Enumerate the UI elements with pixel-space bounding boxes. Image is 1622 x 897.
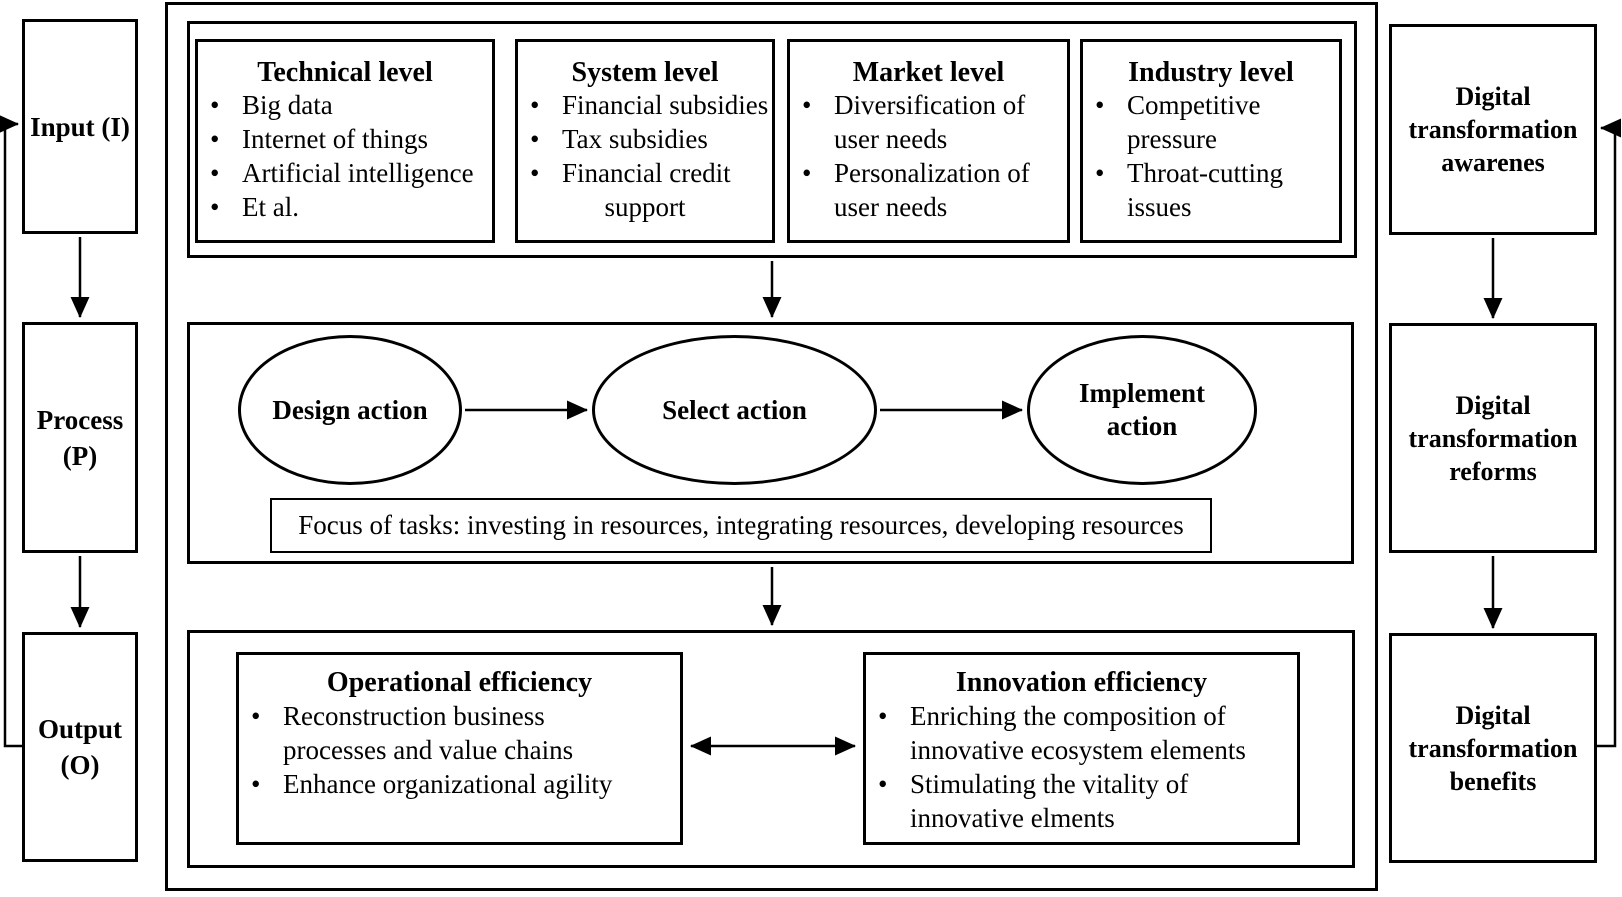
awareness-label: Digital transformation awarenes xyxy=(1408,82,1578,177)
process-box: Process (P) xyxy=(22,322,138,553)
benefits-label: Digital transformation benefits xyxy=(1408,700,1578,796)
bullet-icon: • xyxy=(530,90,540,120)
focus-of-tasks-text: Focus of tasks: investing in resources, … xyxy=(298,510,1184,540)
list-item: •Financial credit xyxy=(530,158,731,188)
industry-level-box: Industry level •Competitive pressure •Th… xyxy=(1080,39,1342,243)
bullet-icon: • xyxy=(802,158,812,188)
process-label: Process (P) xyxy=(36,404,124,471)
operational-efficiency-title: Operational efficiency xyxy=(326,667,593,698)
digital-transformation-benefits-box: Digital transformation benefits xyxy=(1389,633,1597,863)
list-item-continuation: user needs xyxy=(834,192,948,222)
market-level-list: •Diversification of user needs •Personal… xyxy=(790,88,1067,224)
market-level-title: Market level xyxy=(852,57,1005,88)
bullet-icon: • xyxy=(1095,90,1105,120)
input-box: Input (I) xyxy=(22,19,138,234)
bullet-icon: • xyxy=(210,90,220,120)
feedback-output-to-input xyxy=(0,114,22,748)
list-item: •Et al. xyxy=(210,192,299,222)
list-item: •Personalization of xyxy=(802,158,1030,188)
bullet-icon: • xyxy=(1095,158,1105,188)
bullet-icon: • xyxy=(530,124,540,154)
bullet-icon: • xyxy=(878,701,888,731)
bullet-icon: • xyxy=(251,769,261,799)
output-label: Output (O) xyxy=(37,714,123,780)
select-action-ellipse: Select action xyxy=(592,335,877,485)
focus-of-tasks-box: Focus of tasks: investing in resources, … xyxy=(270,498,1212,553)
list-item: •Artificial intelligence xyxy=(210,158,474,188)
input-label: Input (I) xyxy=(30,111,130,142)
system-level-box: System level •Financial subsidies •Tax s… xyxy=(515,39,775,243)
bullet-icon: • xyxy=(802,90,812,120)
list-item: •Tax subsidies xyxy=(530,124,708,154)
list-item-continuation: pressure xyxy=(1127,124,1217,154)
industry-level-list: •Competitive pressure •Throat-cutting is… xyxy=(1083,88,1339,224)
technical-level-list: •Big data •Internet of things •Artificia… xyxy=(198,88,492,224)
market-level-box: Market level •Diversification of user ne… xyxy=(787,39,1070,243)
implement-action-label: Implement action xyxy=(1079,378,1205,441)
list-item-continuation: issues xyxy=(1127,192,1192,222)
implement-action-ellipse: Implement action xyxy=(1027,335,1257,485)
innovation-efficiency-box: Innovation efficiency •Enriching the com… xyxy=(863,652,1300,845)
select-action-label: Select action xyxy=(662,394,807,425)
reforms-label: Digital transformation reforms xyxy=(1408,390,1578,486)
bullet-icon: • xyxy=(530,158,540,188)
bullet-icon: • xyxy=(210,192,220,222)
list-item: •Internet of things xyxy=(210,124,428,154)
list-item: •Reconstruction business xyxy=(251,701,545,731)
innovation-efficiency-list: •Enriching the composition of innovative… xyxy=(866,699,1297,835)
innovation-efficiency-title: Innovation efficiency xyxy=(955,667,1208,698)
technical-level-title: Technical level xyxy=(257,57,433,88)
system-level-title: System level xyxy=(571,57,719,88)
list-item-continuation: user needs xyxy=(834,124,948,154)
list-item: •Throat-cutting xyxy=(1095,158,1283,188)
list-item-continuation: processes and value chains xyxy=(283,735,574,765)
output-box: Output (O) xyxy=(22,632,138,862)
digital-transformation-awareness-box: Digital transformation awarenes xyxy=(1389,24,1597,235)
feedback-benefits-to-awareness xyxy=(1597,118,1622,748)
digital-transformation-reforms-box: Digital transformation reforms xyxy=(1389,323,1597,553)
list-item: •Diversification of xyxy=(802,90,1026,120)
operational-efficiency-box: Operational efficiency •Reconstruction b… xyxy=(236,652,683,845)
list-item: •Enriching the composition of xyxy=(878,701,1226,731)
technical-level-box: Technical level •Big data •Internet of t… xyxy=(195,39,495,243)
operational-efficiency-list: •Reconstruction business processes and v… xyxy=(239,699,680,801)
bullet-icon: • xyxy=(251,701,261,731)
design-action-ellipse: Design action xyxy=(238,335,462,485)
industry-level-title: Industry level xyxy=(1128,57,1294,88)
list-item: •Financial subsidies xyxy=(530,90,769,120)
list-item-continuation: support xyxy=(604,192,686,222)
bullet-icon: • xyxy=(210,158,220,188)
design-action-label: Design action xyxy=(272,394,428,425)
list-item: •Competitive xyxy=(1095,90,1261,120)
system-level-list: •Financial subsidies •Tax subsidies •Fin… xyxy=(518,88,772,224)
list-item: •Stimulating the vitality of xyxy=(878,769,1189,799)
bullet-icon: • xyxy=(210,124,220,154)
bullet-icon: • xyxy=(878,769,888,799)
list-item: •Big data xyxy=(210,90,333,120)
list-item-continuation: innovative elments xyxy=(910,803,1115,833)
list-item-continuation: innovative ecosystem elements xyxy=(910,735,1246,765)
list-item: •Enhance organizational agility xyxy=(251,769,613,799)
